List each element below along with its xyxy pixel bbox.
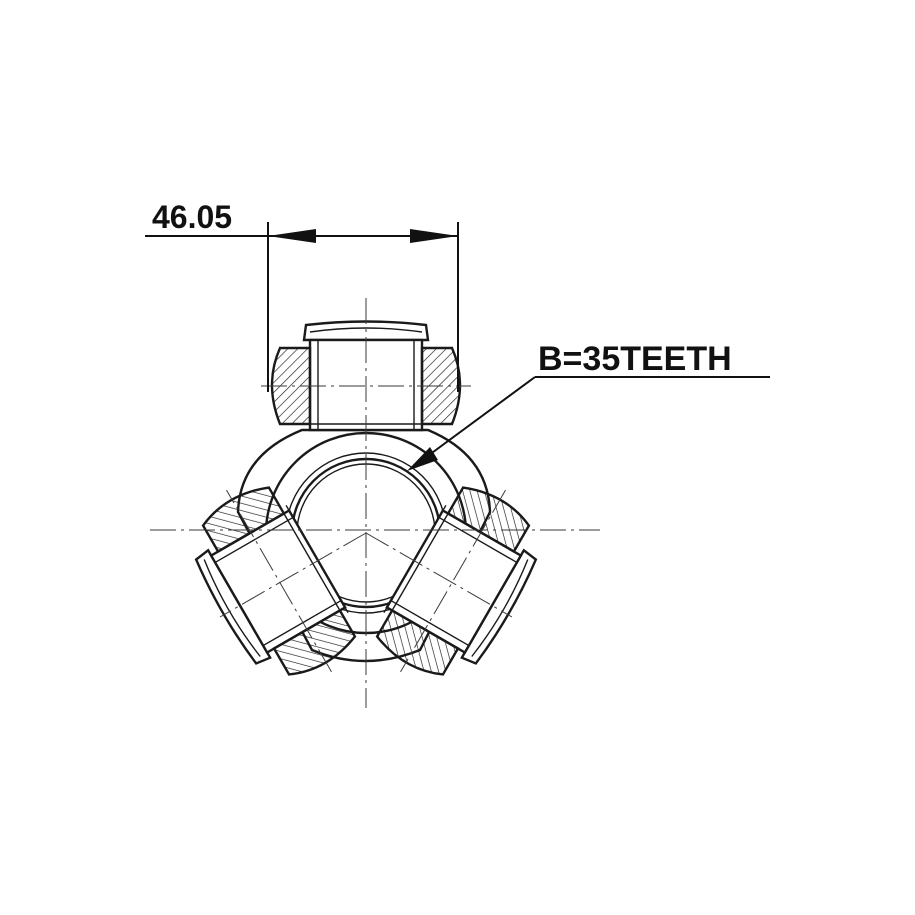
roller-arm-left bbox=[169, 466, 371, 706]
dimension-value: 46.05 bbox=[152, 199, 232, 235]
width-dimension bbox=[145, 222, 459, 392]
teeth-callout: B=35TEETH bbox=[538, 340, 732, 378]
teeth-callout-leader bbox=[407, 376, 770, 471]
centre-lines bbox=[150, 298, 600, 708]
roller-arm-right bbox=[361, 466, 563, 706]
